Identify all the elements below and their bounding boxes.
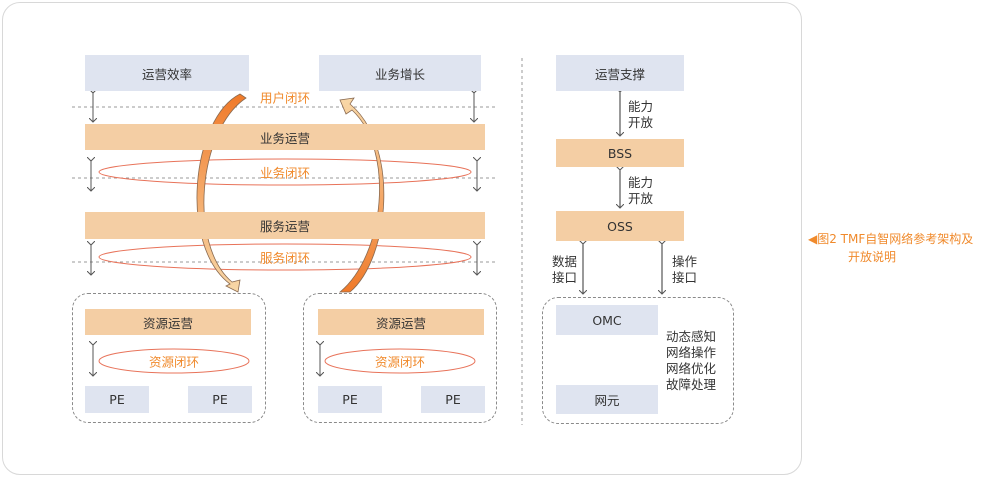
figure-caption: ◀图2 TMF自智网络参考架构及 开放说明 — [808, 230, 973, 266]
network-group — [542, 297, 734, 424]
business-loop-ring — [98, 158, 472, 186]
pe-box: PE — [318, 386, 382, 413]
network-element-box: 网元 — [556, 385, 658, 414]
resource-ops-box-1: 资源运营 — [85, 309, 251, 335]
resource-loop-label-2: 资源闭环 — [374, 354, 426, 370]
caption-line-2: 开放说明 — [848, 250, 897, 264]
operate-interface-label: 操作接口 — [672, 254, 698, 285]
service-ops-box: 服务运营 — [85, 212, 485, 239]
resource-loop-label-1: 资源闭环 — [148, 354, 200, 370]
ops-efficiency-box: 运营效率 — [85, 55, 249, 91]
resource-loop-ring-2 — [324, 348, 476, 374]
business-loop-label: 业务闭环 — [259, 165, 311, 181]
resource-ops-box-2: 资源运营 — [318, 309, 484, 335]
capability-open-label-2: 能力开放 — [628, 175, 654, 206]
service-loop-ring — [98, 243, 472, 271]
ops-support-box: 运营支撑 — [556, 55, 684, 91]
business-growth-box: 业务增长 — [319, 55, 481, 91]
caption-line-1: 图2 TMF自智网络参考架构及 — [817, 232, 974, 246]
pe-box: PE — [421, 386, 485, 413]
capability-open-label-1: 能力开放 — [628, 99, 654, 130]
pe-box: PE — [85, 386, 149, 413]
omc-box: OMC — [556, 305, 658, 335]
resource-group-1 — [72, 293, 266, 423]
bss-box: BSS — [556, 139, 684, 167]
business-ops-box: 业务运营 — [85, 124, 485, 150]
caption-marker-icon: ◀ — [808, 232, 818, 246]
resource-loop-ring-1 — [98, 348, 250, 374]
pe-box: PE — [188, 386, 252, 413]
network-functions-list: 动态感知 网络操作 网络优化 故障处理 — [666, 329, 717, 392]
resource-group-2 — [303, 293, 497, 423]
oss-box: OSS — [556, 211, 684, 241]
data-interface-label: 数据接口 — [552, 254, 578, 285]
user-loop-label: 用户闭环 — [259, 90, 311, 106]
service-loop-label: 服务闭环 — [259, 250, 311, 266]
